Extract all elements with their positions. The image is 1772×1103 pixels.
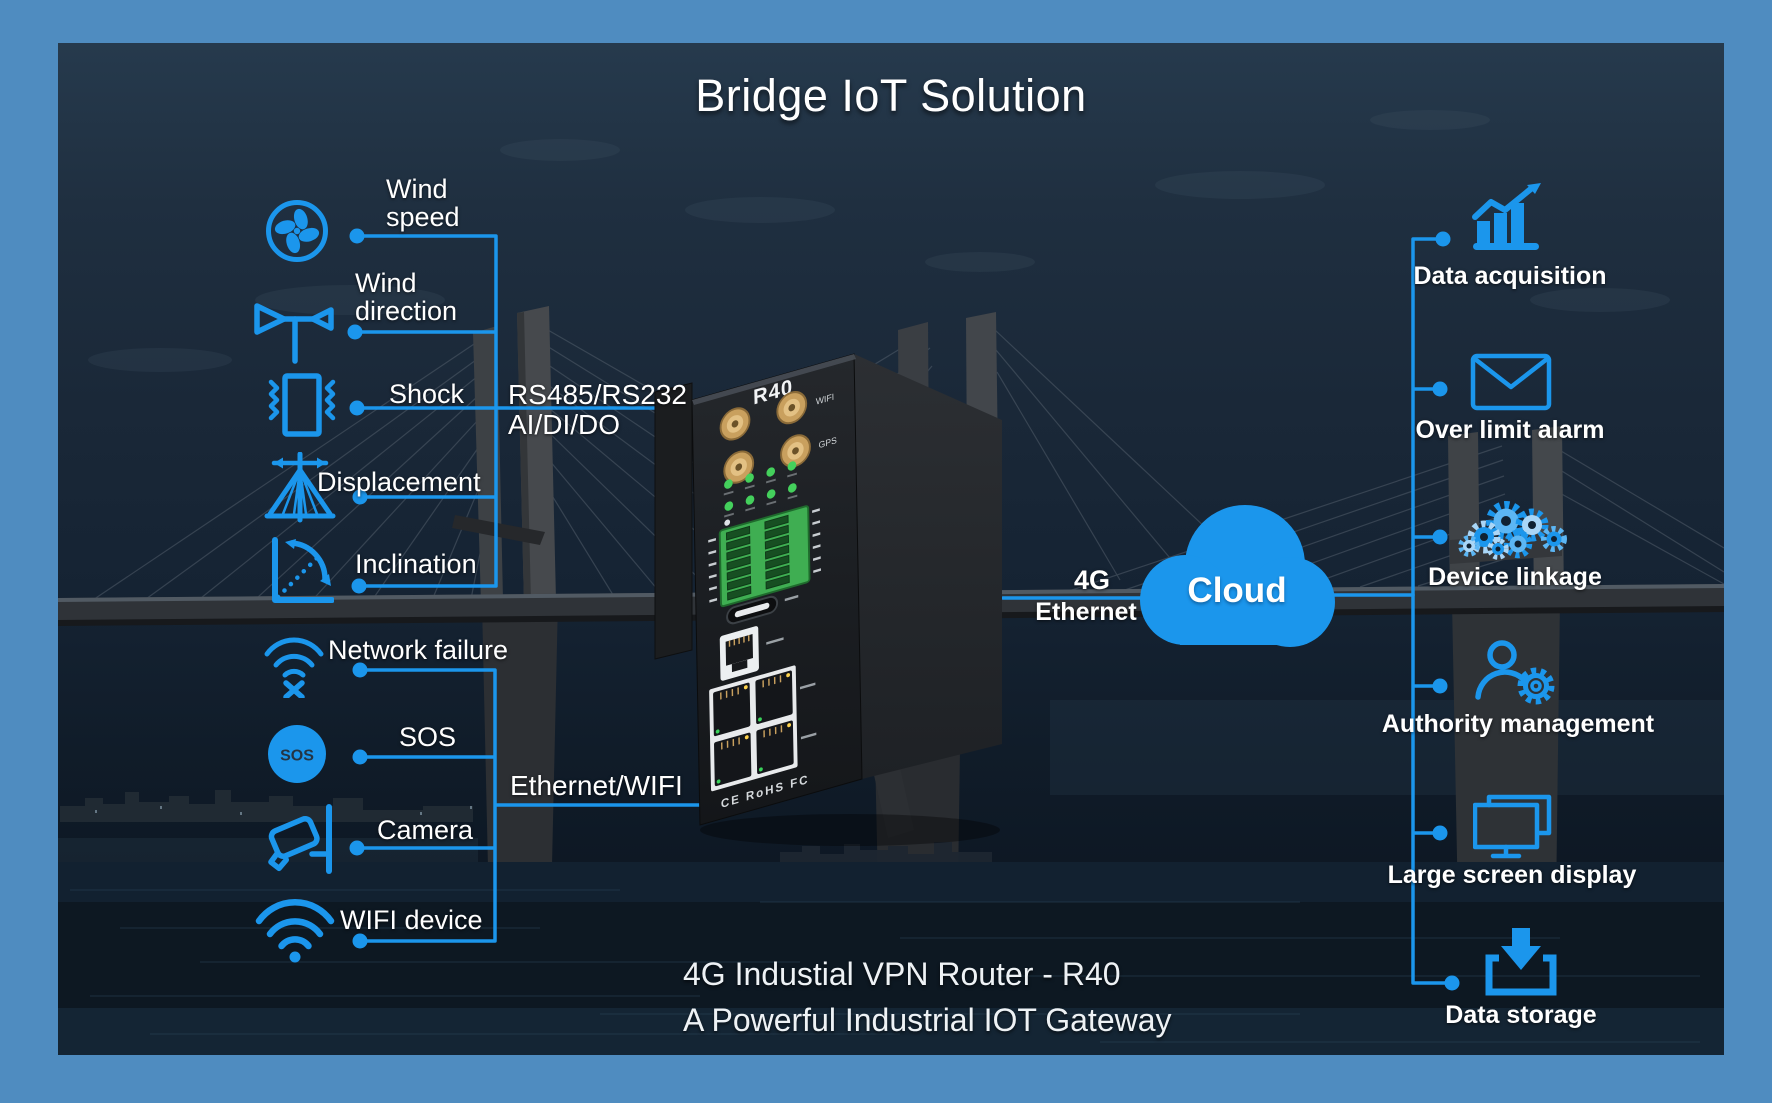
sos-icon: SOS bbox=[268, 725, 326, 783]
cloud-shape bbox=[1140, 505, 1335, 647]
wan-link-lines bbox=[1001, 593, 1415, 600]
sensor-label-camera: Camera bbox=[377, 815, 474, 845]
lan-bus-label: Ethernet/WIFI bbox=[510, 770, 683, 801]
clouds bbox=[88, 110, 1670, 372]
user-gear-icon bbox=[1475, 640, 1555, 705]
network-failure-icon bbox=[264, 637, 324, 698]
displacement-icon bbox=[264, 452, 336, 523]
terminal-block bbox=[708, 505, 821, 608]
sos-icon-text: SOS bbox=[280, 748, 314, 765]
footer-product-name: 4G Industial VPN Router - R40 bbox=[683, 956, 1121, 992]
usb-port bbox=[726, 594, 799, 625]
wiring-lines bbox=[353, 234, 1454, 985]
inclination-icon bbox=[272, 537, 334, 603]
dual-monitor-icon bbox=[1473, 794, 1552, 859]
feature-label-authority-management: Authority management bbox=[1381, 710, 1655, 738]
serial-bus-lines bbox=[353, 234, 702, 588]
download-tray-icon bbox=[1485, 928, 1557, 996]
feature-label-data-acquisition: Data acquisition bbox=[1413, 262, 1607, 290]
sensor-label-inclination: Inclination bbox=[355, 549, 477, 579]
feature-bus-lines bbox=[1411, 237, 1454, 985]
router-device: R40 WIFI GPS bbox=[654, 353, 1002, 846]
lan-bus-lines bbox=[355, 668, 704, 943]
console-port bbox=[719, 626, 784, 681]
serial-bus-label: RS485/RS232 AI/DI/DO bbox=[508, 379, 688, 441]
feature-label-data-storage: Data storage bbox=[1445, 1001, 1597, 1029]
sensor-label-shock: Shock bbox=[389, 379, 465, 409]
gear-cloud-icon bbox=[1458, 501, 1567, 560]
fan-icon bbox=[266, 200, 328, 262]
cctv-camera-icon bbox=[268, 804, 332, 874]
wiring-dots bbox=[347, 228, 1460, 991]
wan-label-4g: 4G bbox=[1073, 565, 1111, 595]
feature-label-device-linkage: Device linkage bbox=[1428, 563, 1602, 591]
footer-tagline: A Powerful Industrial IOT Gateway bbox=[683, 1002, 1172, 1038]
cloud-label: Cloud bbox=[1187, 571, 1287, 610]
sensor-label-sos: SOS bbox=[399, 722, 457, 752]
lan-ports bbox=[709, 665, 817, 792]
antenna-connectors bbox=[719, 391, 811, 484]
status-leds bbox=[723, 461, 798, 526]
sensor-label-displacement: Displacement bbox=[317, 467, 481, 497]
envelope-icon bbox=[1470, 353, 1552, 411]
feature-label-over-limit-alarm: Over limit alarm bbox=[1415, 416, 1605, 444]
sensor-label-wifi-device: WIFI device bbox=[340, 905, 483, 935]
sensor-label-wind-direction: Wind direction bbox=[355, 268, 458, 326]
feature-label-large-screen-display: Large screen display bbox=[1387, 861, 1637, 889]
page-title: Bridge IoT Solution bbox=[695, 70, 1087, 121]
bar-chart-icon bbox=[1472, 183, 1541, 250]
water bbox=[58, 862, 1724, 1055]
sensor-label-wind-speed: Wind speed bbox=[386, 174, 460, 232]
wind-vane-icon bbox=[254, 303, 334, 364]
wan-label-ethernet: Ethernet bbox=[1035, 598, 1137, 626]
shock-icon bbox=[268, 373, 336, 437]
wifi-icon bbox=[255, 899, 335, 963]
sensor-label-network-failure: Network failure bbox=[328, 635, 509, 665]
